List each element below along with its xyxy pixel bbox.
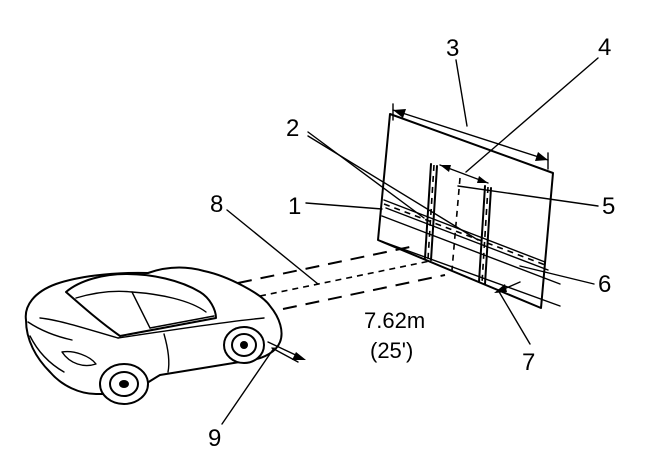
right-lamp-centerline	[478, 185, 492, 285]
callout-4: 4	[598, 34, 611, 61]
projection-lines	[237, 246, 446, 310]
callout-9: 9	[208, 425, 221, 452]
callout-7: 7	[522, 349, 535, 376]
distance-imperial: (25')	[370, 338, 413, 363]
callout-6: 6	[598, 271, 611, 298]
callout-8: 8	[210, 191, 223, 218]
floor-marker-arrow	[494, 281, 521, 293]
callout-2: 2	[286, 115, 299, 142]
callout-5: 5	[602, 193, 615, 220]
lamp-spacing-dimension	[439, 164, 489, 184]
vehicle	[24, 266, 283, 405]
wheel-position-arrow	[267, 341, 306, 363]
distance-metric: 7.62m	[364, 308, 425, 333]
callout-3: 3	[446, 35, 459, 62]
callout-1: 1	[288, 193, 301, 220]
leader-lines	[221, 57, 599, 425]
vehicle-centerline-on-screen	[451, 177, 461, 271]
aiming-screen	[377, 113, 561, 309]
screen-width-dimension	[392, 103, 549, 170]
